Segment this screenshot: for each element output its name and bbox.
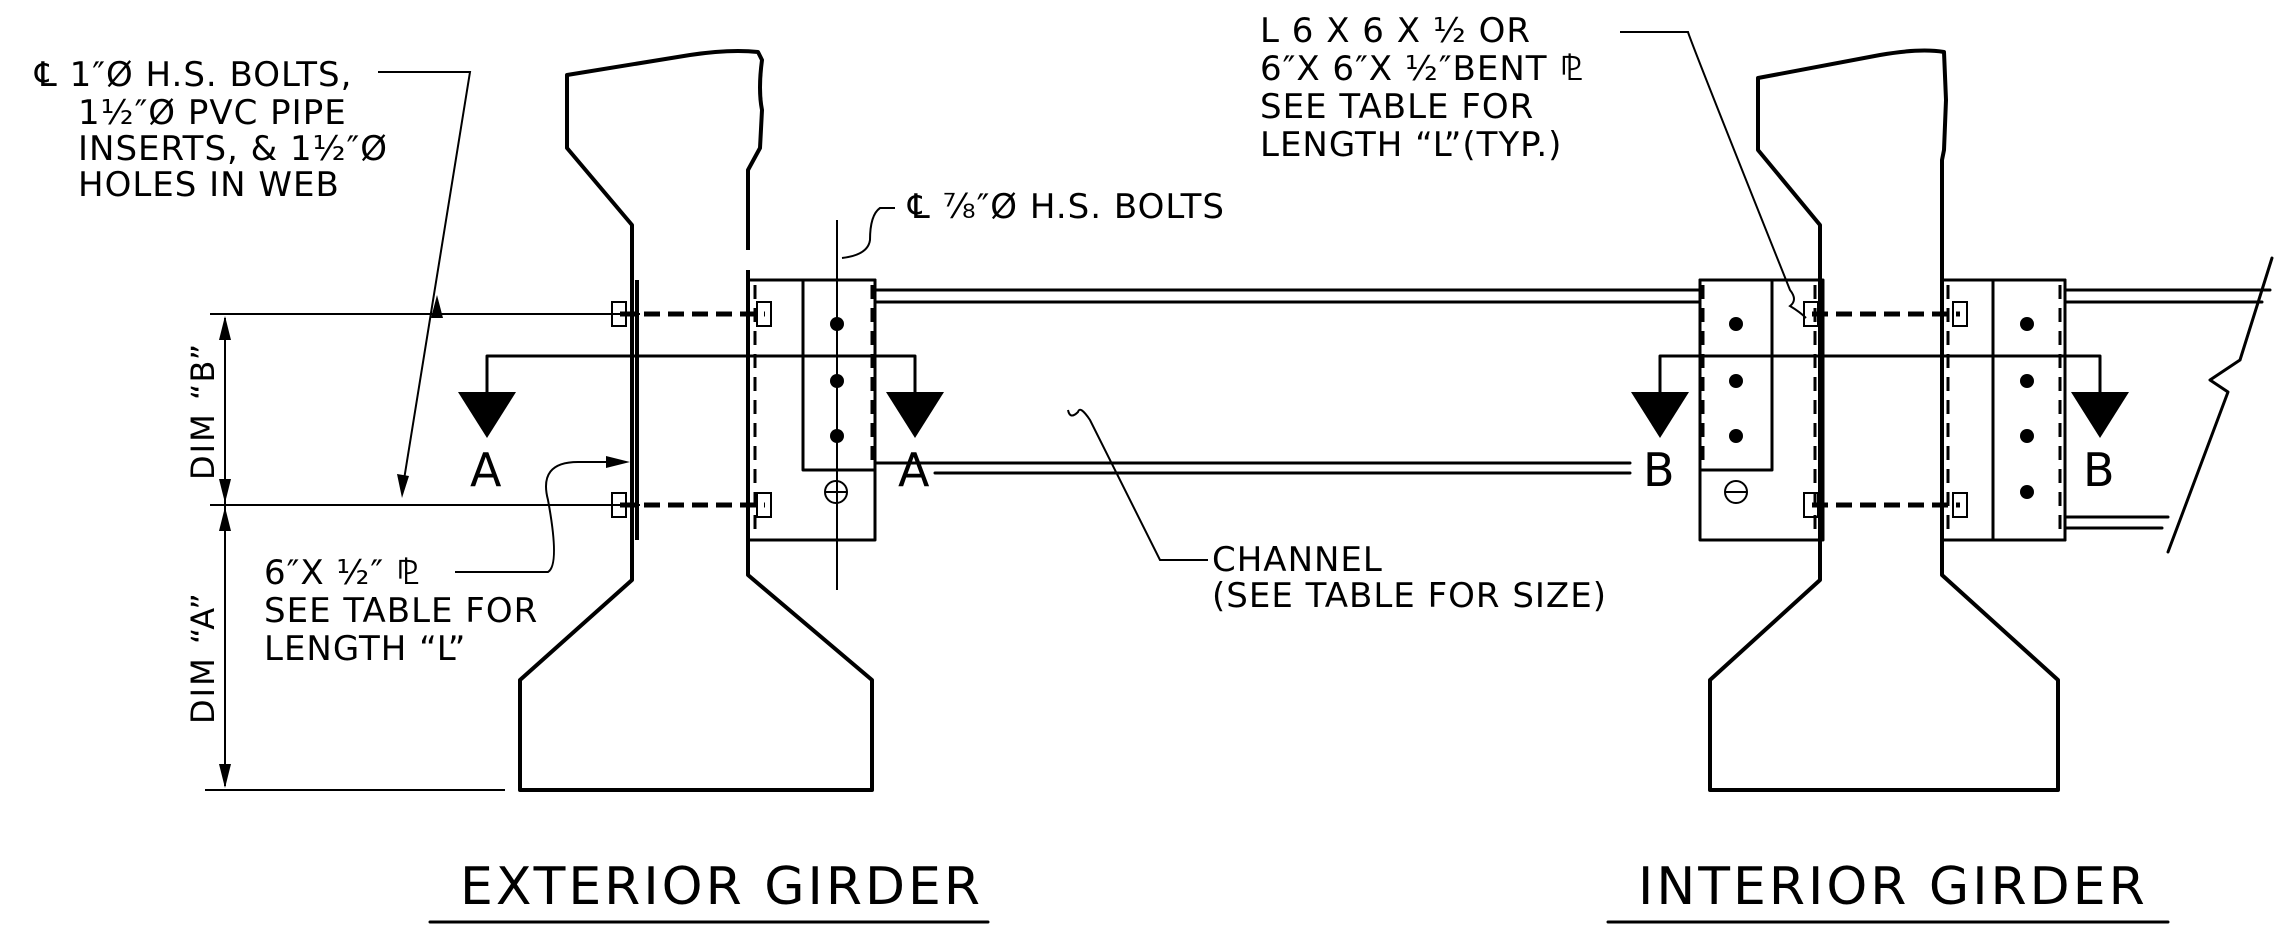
section-mark-b-right: B <box>2083 443 2115 497</box>
svg-text:6″X ½″ ⅊: 6″X ½″ ⅊ <box>264 553 420 593</box>
svg-text:INSERTS, & 1½″Ø: INSERTS, & 1½″Ø <box>78 129 388 169</box>
exterior-girder-title: EXTERIOR GIRDER <box>460 857 983 917</box>
note-1in-bolts: ℄ 1″Ø H.S. BOLTS, 1½″Ø PVC PIPE INSERTS,… <box>34 55 388 205</box>
channel-continuation <box>2063 256 2274 554</box>
section-mark-a-left: A <box>470 443 502 497</box>
note-channel: CHANNEL (SEE TABLE FOR SIZE) <box>1212 540 1607 616</box>
leaders <box>378 31 1807 573</box>
exterior-girder-bottom-bulb <box>518 540 874 792</box>
section-cut-a <box>458 354 944 438</box>
dim-b-label: DIM “B” <box>184 342 222 480</box>
exterior-girder <box>518 49 874 792</box>
svg-text:LENGTH “L”: LENGTH “L” <box>264 629 466 669</box>
svg-text:6″X 6″X ½″BENT ⅊: 6″X 6″X ½″BENT ⅊ <box>1260 49 1584 89</box>
interior-connection-angle-right <box>1940 278 2067 542</box>
exterior-connection-angle <box>746 278 877 542</box>
svg-text:℄ 1″Ø H.S. BOLTS,: ℄ 1″Ø H.S. BOLTS, <box>34 55 352 95</box>
section-cut-b <box>1631 354 2129 438</box>
svg-text:(SEE TABLE FOR SIZE): (SEE TABLE FOR SIZE) <box>1212 576 1607 616</box>
diaphragm-channel <box>873 288 1702 475</box>
svg-text:SEE TABLE FOR: SEE TABLE FOR <box>1260 87 1534 127</box>
break-line <box>2166 256 2274 554</box>
note-plate: 6″X ½″ ⅊ SEE TABLE FOR LENGTH “L” <box>264 553 538 669</box>
svg-text:L 6 X 6 X ½ OR: L 6 X 6 X ½ OR <box>1260 11 1531 51</box>
svg-text:SEE TABLE FOR: SEE TABLE FOR <box>264 591 538 631</box>
dim-a-label: DIM “A” <box>184 591 222 724</box>
dimension-lines <box>205 313 640 791</box>
svg-text:HOLES IN WEB: HOLES IN WEB <box>78 165 340 205</box>
bolt-nut <box>756 492 772 518</box>
interior-girder-left <box>1708 48 2060 792</box>
note-7-8-bolts: ℄ ⅞″Ø H.S. BOLTS <box>907 187 1225 227</box>
note-angle: L 6 X 6 X ½ OR 6″X 6″X ½″BENT ⅊ SEE TABL… <box>1260 11 1584 165</box>
svg-text:CHANNEL: CHANNEL <box>1212 540 1383 580</box>
section-mark-b-left: B <box>1643 443 1675 497</box>
interior-through-bolts <box>1803 301 1968 518</box>
svg-text:1½″Ø PVC PIPE: 1½″Ø PVC PIPE <box>78 93 347 133</box>
interior-girder-title: INTERIOR GIRDER <box>1638 857 2148 917</box>
exterior-girder-top-flange <box>565 49 764 270</box>
interior-connection-angle-left <box>1698 278 1825 542</box>
svg-text:LENGTH “L”(TYP.): LENGTH “L”(TYP.) <box>1260 125 1562 165</box>
bolt-nut <box>756 301 772 327</box>
section-mark-a-right: A <box>898 443 930 497</box>
